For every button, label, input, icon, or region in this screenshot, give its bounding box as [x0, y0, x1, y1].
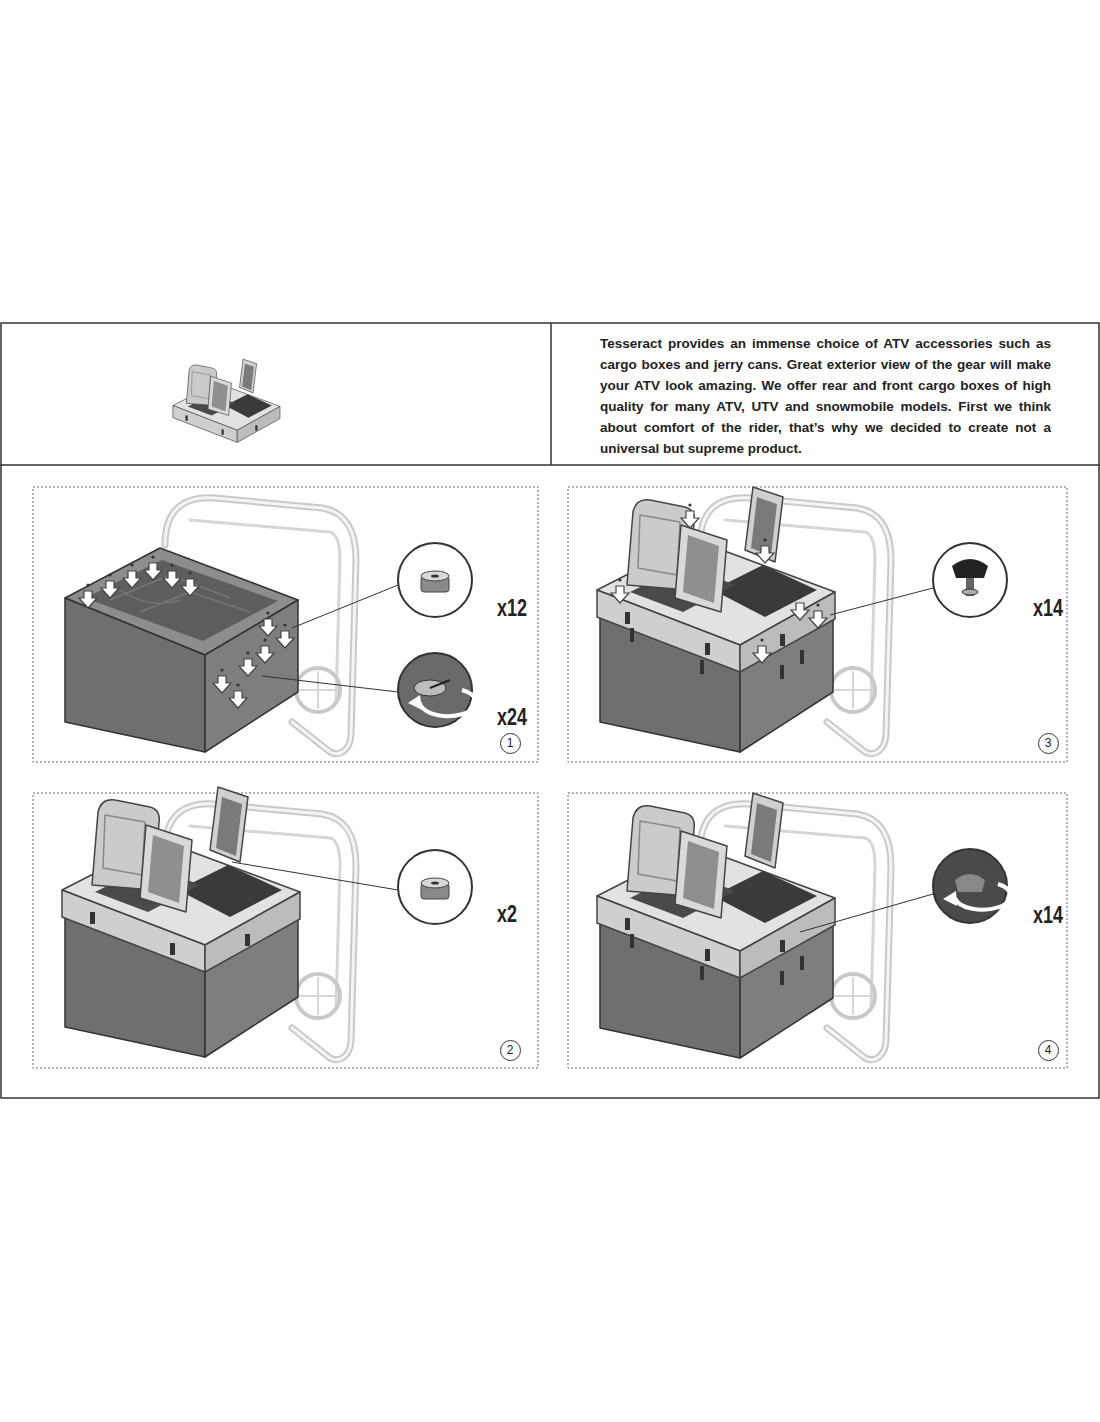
step-number: 4	[1038, 1040, 1059, 1061]
step-number: 3	[1038, 733, 1059, 754]
quantity-label: x14	[1033, 597, 1063, 620]
step-number: 2	[500, 1040, 521, 1061]
quantity-label: x12	[497, 597, 527, 620]
step-number-text: 2	[507, 1044, 514, 1056]
description-text: Tesseract provides an immense choice of …	[600, 333, 1051, 459]
step-number-text: 3	[1045, 737, 1052, 749]
step-number-text: 4	[1045, 1044, 1052, 1056]
quantity-label: x14	[1033, 904, 1063, 927]
step-number: 1	[500, 733, 521, 754]
quantity-label: x24	[497, 706, 527, 729]
step-number-text: 1	[507, 737, 514, 749]
quantity-label: x2	[497, 903, 517, 926]
description-panel: Tesseract provides an immense choice of …	[600, 333, 1051, 461]
